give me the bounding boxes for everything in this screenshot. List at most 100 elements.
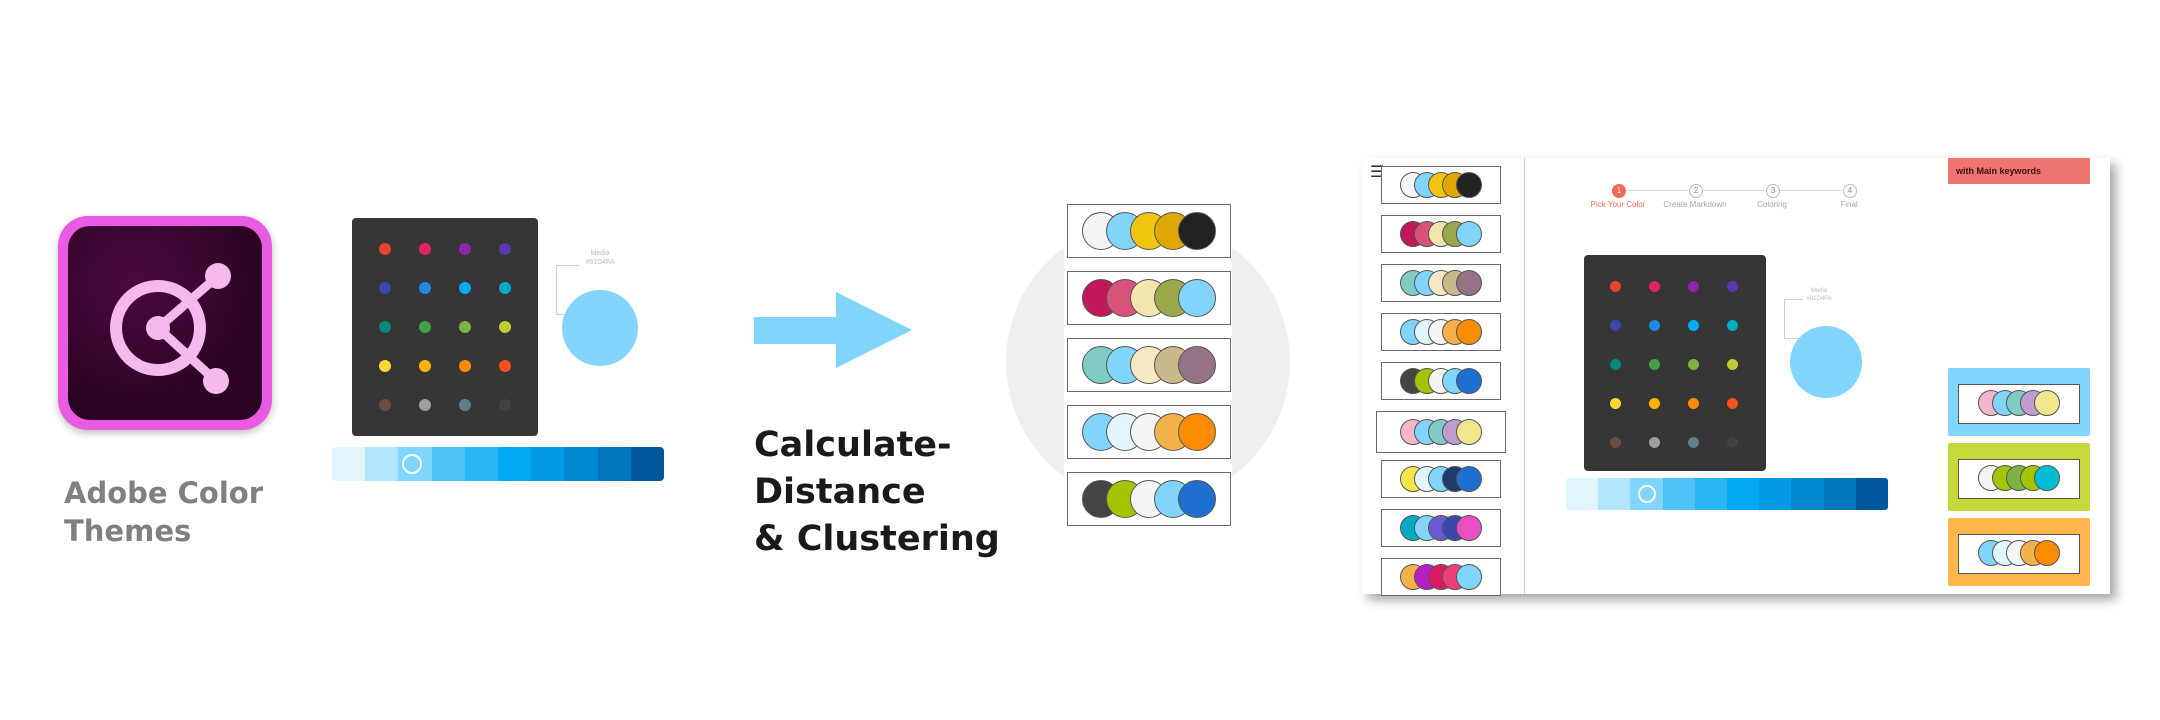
mockup-color-shade-ramp[interactable] [1566, 478, 1888, 510]
color-dot[interactable] [1726, 436, 1738, 448]
sidebar-palette[interactable] [1381, 264, 1501, 302]
sidebar-palette[interactable] [1376, 411, 1506, 453]
selected-color-label: Media [590, 250, 610, 257]
step-label[interactable]: Final [1840, 200, 1858, 209]
color-dot[interactable] [419, 243, 431, 255]
color-dot[interactable] [459, 243, 471, 255]
color-dot[interactable] [1609, 280, 1621, 292]
ramp-shade[interactable] [332, 447, 366, 481]
app-icon-background [68, 226, 262, 420]
step-label[interactable]: Pick Your Color [1590, 200, 1646, 209]
ramp-selector-knob[interactable] [402, 454, 422, 474]
color-dot[interactable] [459, 282, 471, 294]
palette-swatch [1177, 412, 1216, 451]
keyword-button[interactable]: with Main keywords [1948, 158, 2090, 184]
color-dot[interactable] [379, 360, 391, 372]
ramp-shade[interactable] [564, 447, 598, 481]
ramp-shade[interactable] [1598, 478, 1631, 510]
color-dot[interactable] [1648, 397, 1660, 409]
color-dot[interactable] [1609, 436, 1621, 448]
mockup-ramp-selector-knob[interactable] [1638, 485, 1656, 503]
palette-swatch [1455, 220, 1482, 247]
color-dot[interactable] [499, 399, 511, 411]
ramp-shade[interactable] [1727, 478, 1760, 510]
color-dot[interactable] [379, 321, 391, 333]
sidebar-palette[interactable] [1381, 166, 1501, 204]
color-dot[interactable] [419, 399, 431, 411]
color-shade-ramp[interactable] [332, 447, 664, 481]
ramp-shade[interactable] [365, 447, 399, 481]
mockup-selected-color-hex: #81D4FA [1806, 296, 1832, 302]
selected-color-circle [562, 290, 638, 366]
color-dot[interactable] [459, 321, 471, 333]
color-dot[interactable] [459, 360, 471, 372]
ramp-shade[interactable] [1823, 478, 1856, 510]
step-indicator[interactable]: 4 [1843, 184, 1857, 198]
ramp-shade[interactable] [1759, 478, 1792, 510]
ramp-shade[interactable] [597, 447, 631, 481]
ramp-shade[interactable] [1694, 478, 1728, 510]
color-dot[interactable] [419, 321, 431, 333]
color-dot[interactable] [1726, 319, 1738, 331]
color-dot[interactable] [1648, 358, 1660, 370]
color-dot[interactable] [1687, 280, 1699, 292]
color-dot[interactable] [1648, 436, 1660, 448]
clustered-palette [1067, 338, 1231, 392]
color-dot[interactable] [1687, 436, 1699, 448]
color-dot[interactable] [379, 282, 391, 294]
palette-swatch [1455, 318, 1482, 345]
ramp-shade[interactable] [630, 447, 664, 481]
step-label[interactable]: Create Markdown [1663, 200, 1727, 209]
clustered-palette [1067, 405, 1231, 459]
mockup-selected-color-label: Media [1810, 288, 1828, 294]
color-dot[interactable] [499, 360, 511, 372]
color-dot[interactable] [499, 243, 511, 255]
color-dot[interactable] [1648, 319, 1660, 331]
ramp-shade[interactable] [531, 447, 565, 481]
sidebar-palette[interactable] [1381, 215, 1501, 253]
color-dot[interactable] [499, 321, 511, 333]
sidebar-palette[interactable] [1381, 509, 1501, 547]
color-dot[interactable] [1609, 358, 1621, 370]
palette-swatch [1455, 269, 1482, 296]
palette-swatch [1177, 479, 1216, 518]
color-dot[interactable] [1687, 358, 1699, 370]
theme-card[interactable] [1948, 368, 2090, 436]
color-dot[interactable] [1726, 397, 1738, 409]
color-dot[interactable] [1687, 319, 1699, 331]
sidebar-palette[interactable] [1381, 460, 1501, 498]
ramp-shade[interactable] [1566, 478, 1599, 510]
color-dot[interactable] [419, 360, 431, 372]
step-label[interactable]: Coloring [1757, 200, 1787, 209]
color-dot[interactable] [1726, 280, 1738, 292]
color-dot[interactable] [379, 399, 391, 411]
adobe-color-app-icon [58, 216, 272, 430]
ramp-shade[interactable] [1662, 478, 1695, 510]
sidebar-palette[interactable] [1381, 313, 1501, 351]
ramp-shade[interactable] [1855, 478, 1888, 510]
color-dot[interactable] [379, 243, 391, 255]
sidebar-palette[interactable] [1381, 362, 1501, 400]
color-dot[interactable] [499, 282, 511, 294]
theme-card[interactable] [1948, 518, 2090, 586]
color-dot[interactable] [419, 282, 431, 294]
color-dot[interactable] [459, 399, 471, 411]
hamburger-menu-icon[interactable]: ☰ [1370, 162, 1385, 181]
step-indicator[interactable]: 2 [1689, 184, 1703, 198]
theme-card[interactable] [1948, 443, 2090, 511]
ramp-shade[interactable] [464, 447, 499, 481]
step-indicator[interactable]: 3 [1766, 184, 1780, 198]
color-dot[interactable] [1648, 280, 1660, 292]
color-dot[interactable] [1609, 397, 1621, 409]
sidebar-palette[interactable] [1381, 558, 1501, 596]
ramp-shade[interactable] [1791, 478, 1824, 510]
ramp-shade[interactable] [498, 447, 532, 481]
color-dot[interactable] [1609, 319, 1621, 331]
color-dot[interactable] [1687, 397, 1699, 409]
palette-swatch [1455, 418, 1482, 445]
step-indicator[interactable]: 1 [1612, 184, 1626, 198]
process-label: Calculate- Distance & Clustering [754, 425, 1000, 559]
color-dot[interactable] [1726, 358, 1738, 370]
card-swatch [2033, 540, 2060, 566]
ramp-shade[interactable] [431, 447, 465, 481]
